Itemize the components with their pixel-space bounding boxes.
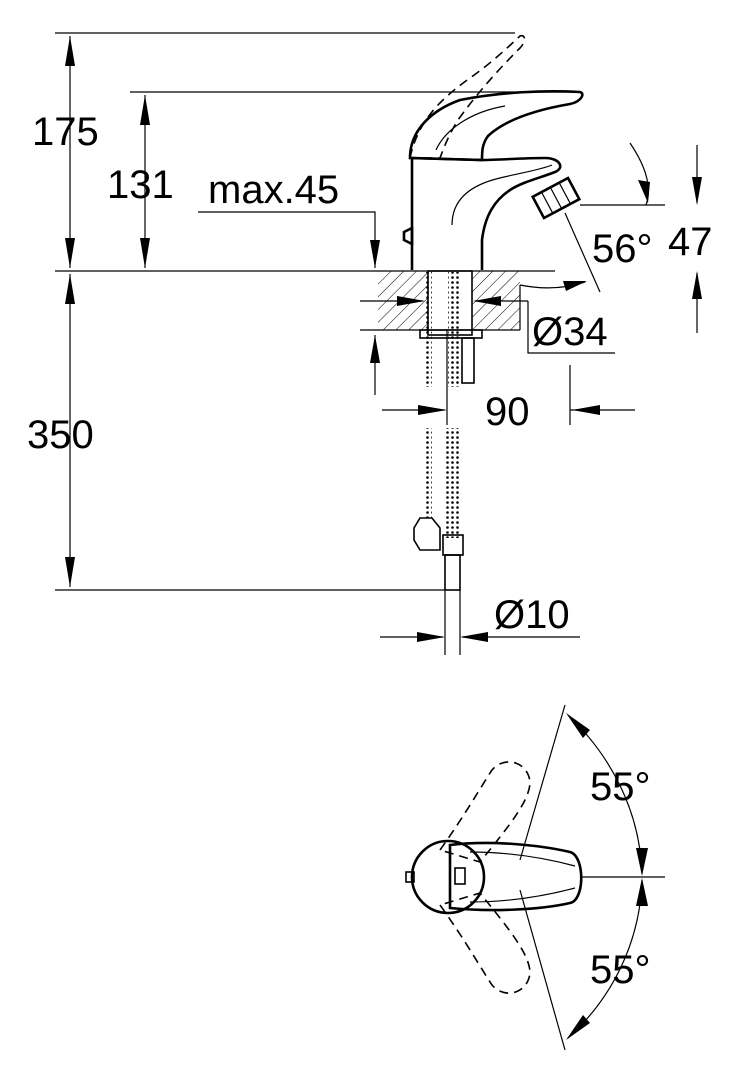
angle-label-lower: 55° <box>590 948 651 992</box>
lever-handle <box>408 89 584 162</box>
hose-right-lower <box>446 428 460 538</box>
dimension-90: 90 <box>382 330 635 434</box>
dim-label-90: 90 <box>485 390 530 434</box>
body-outline <box>410 156 562 270</box>
popup-rod-knob <box>402 225 414 247</box>
lever-edge-line <box>435 105 506 151</box>
dimension-175: 175 <box>32 36 99 268</box>
hose-right-upper <box>448 272 460 387</box>
dim-label-175: 175 <box>32 110 99 154</box>
lever-raised-outline <box>409 34 526 159</box>
dim-label-max45: max.45 <box>208 168 339 212</box>
dim-label-d34: Ø34 <box>532 310 608 354</box>
dim-label-350: 350 <box>27 413 94 457</box>
lever-bottom-edge <box>469 887 576 903</box>
dimension-350: 350 <box>27 274 94 587</box>
supply-hoses <box>413 272 475 591</box>
popup-knob-top <box>405 871 415 883</box>
angle-label-upper: 55° <box>590 765 651 809</box>
lever-rotated-left-outline <box>438 761 531 863</box>
hose-fitting-upper <box>461 337 475 384</box>
hose-left-lower <box>424 428 432 518</box>
top-view: 55° 55° <box>405 704 665 1051</box>
dim-label-131: 131 <box>107 163 174 207</box>
body-round-top <box>410 839 486 915</box>
spray-head <box>530 176 582 220</box>
dimension-d10: Ø10 <box>380 590 580 655</box>
lever-rotated-right-outline <box>438 892 531 994</box>
hose-left-upper <box>424 272 432 387</box>
faucet-body <box>402 34 584 339</box>
dim-label-56deg: 56° <box>592 227 653 271</box>
lever-top-edge <box>469 851 576 867</box>
dim-label-47: 47 <box>668 220 713 264</box>
indicator-mark <box>454 867 466 885</box>
rotation-ref-lower <box>519 889 566 1051</box>
rotation-ref-upper <box>519 704 566 861</box>
hose-connector <box>444 554 461 591</box>
dim-label-d10: Ø10 <box>494 593 570 637</box>
dimension-47: 47 <box>580 145 713 333</box>
side-view: 175 131 max.45 350 <box>27 32 713 655</box>
hose-weight <box>413 517 441 551</box>
body-contour-line <box>451 164 553 226</box>
lever-top <box>448 841 583 912</box>
dimension-d34: Ø34 <box>360 296 615 354</box>
dimension-131: 131 <box>107 95 174 268</box>
dimension-max45: max.45 <box>198 168 380 395</box>
dimension-56deg: 56° <box>519 142 653 293</box>
